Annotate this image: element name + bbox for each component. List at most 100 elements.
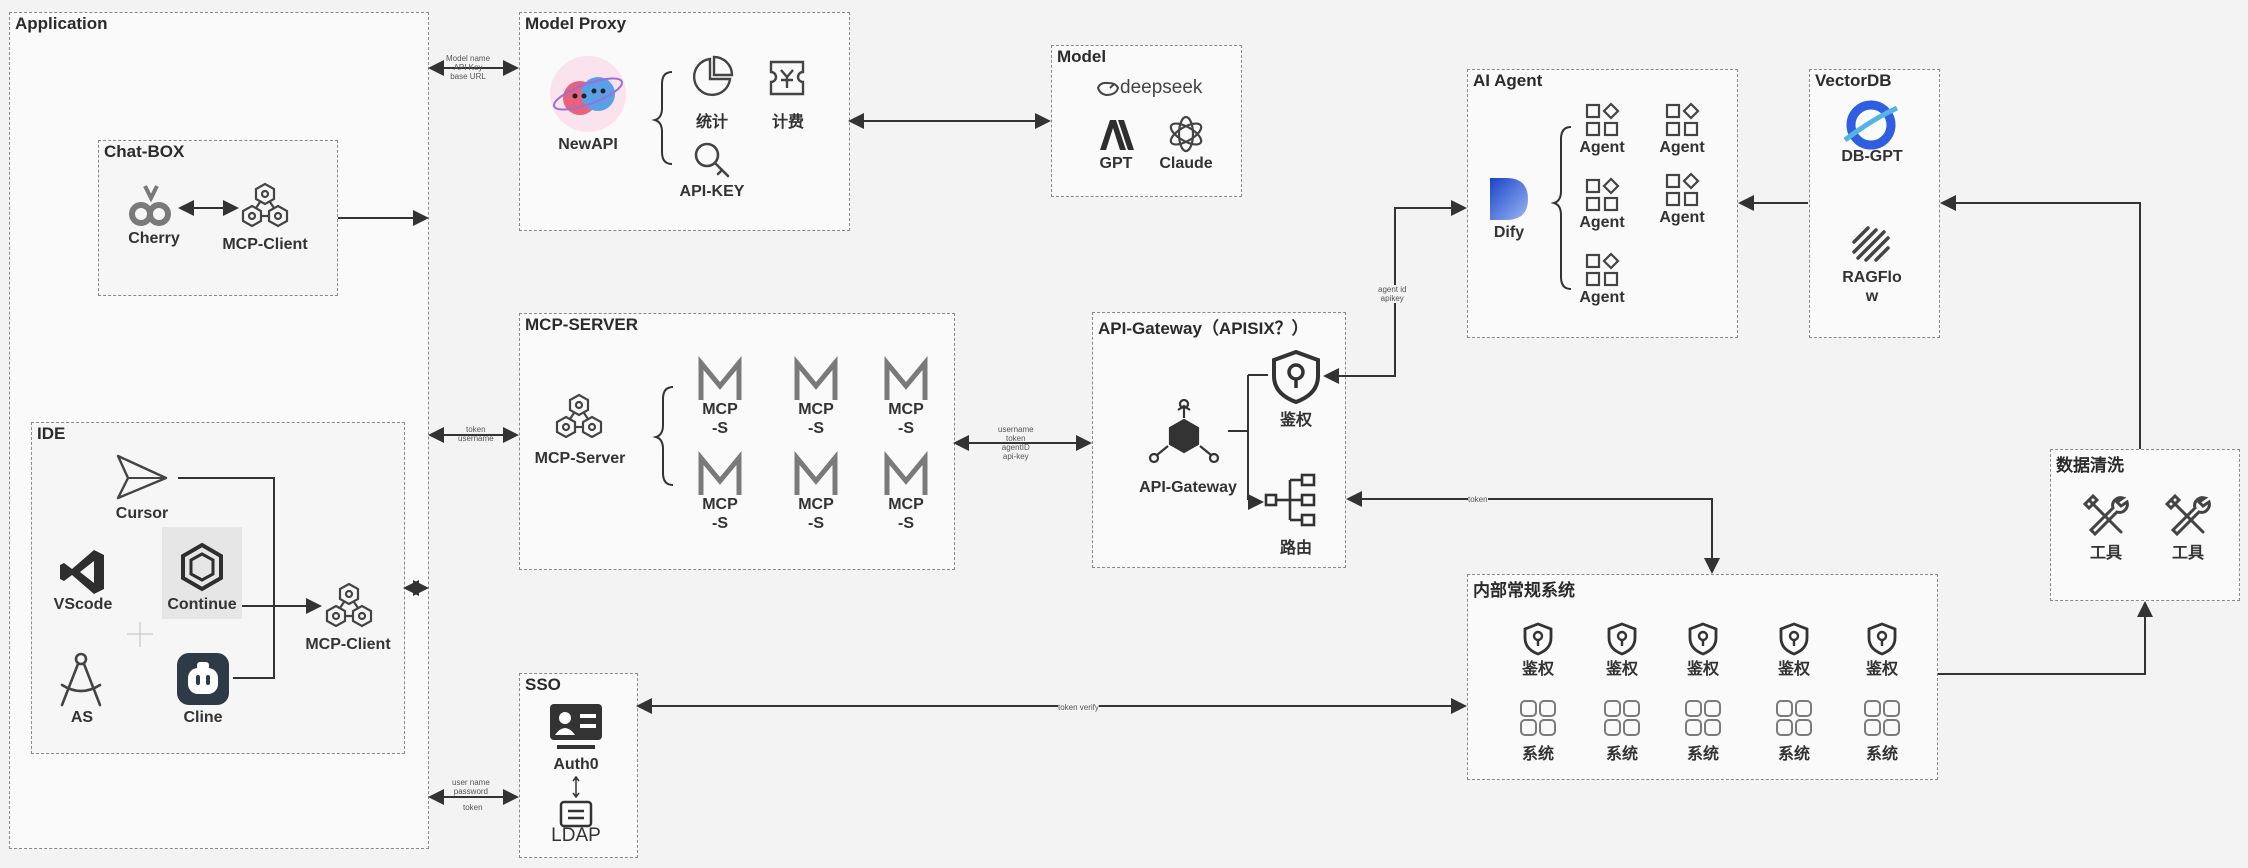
mcp-server-label: MCP-Server (534, 450, 626, 467)
as-label: AS (70, 709, 94, 726)
system-label-4: 系统 (1777, 746, 1810, 763)
tool-label-1: 工具 (2089, 545, 2122, 562)
continue-label: Continue (167, 596, 237, 613)
mcp-s-icon (794, 356, 838, 400)
system-grid-icon (1520, 700, 1556, 736)
edge-label-gw-agent: agent id apikey (1378, 285, 1407, 303)
auth0-id-card-icon (550, 704, 602, 749)
agent-apps-icon (1585, 102, 1620, 137)
system-grid-icon (1776, 700, 1812, 736)
edge-route-internal (1346, 491, 1720, 574)
cline-icon (177, 653, 229, 705)
ldap-icon (559, 800, 593, 828)
api-gateway-label: API-Gateway (1139, 479, 1237, 496)
agent-label-2: Agent (1659, 139, 1705, 156)
system-label-2: 系统 (1605, 746, 1638, 763)
gpt-label: GPT (1099, 155, 1133, 172)
chatbox-mcp-client-label: MCP-Client (222, 236, 308, 253)
stats-pie-icon (692, 55, 734, 97)
mcp-s-text: MCP-S (888, 401, 924, 437)
application-title: Application (15, 14, 108, 33)
mcp-s-icon (884, 451, 928, 495)
mcp-s-label-3: MCP-S (886, 400, 926, 438)
auth0-ldap-arrow (572, 775, 580, 799)
deepseek-label: deepseek (1120, 77, 1203, 98)
internal-auth-shield-icon (1867, 622, 1897, 656)
edge-label-token: token (466, 425, 486, 434)
system-label-5: 系统 (1865, 746, 1898, 763)
vectordb-panel: VectorDB (1809, 69, 1940, 338)
edge-label-app-proxy: Model name API Key base URL (446, 54, 490, 81)
model-proxy-title: Model Proxy (525, 14, 627, 33)
gpt-anthropic-icon (1100, 120, 1134, 150)
ide-title: IDE (37, 424, 66, 443)
agent-label-4: Agent (1659, 209, 1705, 226)
agent-apps-icon (1665, 172, 1700, 207)
mcp-s-text: MCP-S (702, 401, 738, 437)
edge-label-password: password (453, 787, 489, 796)
edge-label-api-key: API Key (453, 63, 483, 72)
ragflow-text: RAGFlow (1842, 269, 1902, 305)
edge-label-user-name: user name (452, 778, 490, 787)
edge-label-app-mcp: token username (458, 425, 494, 443)
mcp-s-label-5: MCP-S (796, 495, 836, 533)
model-panel: Model (1051, 45, 1242, 197)
dbgpt-icon (1843, 100, 1899, 150)
edge-gateway-branches (1228, 375, 1249, 500)
mcp-s-icon (698, 451, 742, 495)
system-label-1: 系统 (1521, 746, 1554, 763)
edge-label-username: username (458, 434, 494, 443)
dify-label: Dify (1493, 224, 1525, 241)
agent-label-3: Agent (1579, 214, 1625, 231)
internal-auth-label-3: 鉴权 (1686, 661, 1719, 678)
mcp-s-text: MCP-S (798, 401, 834, 437)
edge-label-agent-id: agent id (1378, 285, 1407, 294)
internal-auth-shield-icon (1688, 622, 1718, 656)
ide-mcp-client-label: MCP-Client (305, 636, 391, 653)
as-compass-icon (60, 652, 102, 707)
api-gateway-title: API-Gateway（APISIX？） (1098, 319, 1309, 338)
auth-shield-icon (1272, 349, 1320, 405)
model-proxy-panel: Model Proxy (519, 12, 850, 231)
internal-auth-label-1: 鉴权 (1521, 661, 1554, 678)
vectordb-title: VectorDB (1815, 71, 1892, 90)
agent-label-1: Agent (1579, 139, 1625, 156)
internal-auth-label-4: 鉴权 (1777, 661, 1810, 678)
api-gateway-icon (1148, 398, 1220, 464)
mcp-server-title: MCP-SERVER (525, 315, 639, 334)
billing-icon (769, 60, 805, 96)
mcp-s-label-4: MCP-S (700, 495, 740, 533)
billing-label: 计费 (771, 114, 804, 131)
chatbox-title: Chat-BOX (104, 142, 185, 161)
system-grid-icon (1604, 700, 1640, 736)
edge-label-app-sso: user name password (452, 778, 490, 796)
ai-agent-title: AI Agent (1473, 71, 1543, 90)
mcp-s-icon (794, 451, 838, 495)
edge-clean-vectordb (1940, 195, 2141, 449)
edge-label-gw-internal: token (1468, 495, 1488, 504)
mcp-client-icon (241, 182, 289, 228)
auth0-label: Auth0 (553, 756, 599, 773)
cherry-icon (129, 185, 171, 226)
ide-mcp-client-icon (325, 582, 373, 628)
system-grid-icon (1864, 700, 1900, 736)
cursor-icon (116, 454, 168, 500)
gateway-auth-label: 鉴权 (1279, 412, 1312, 429)
mcp-s-icon (698, 356, 742, 400)
internal-auth-label-2: 鉴权 (1605, 661, 1638, 678)
internal-auth-label-5: 鉴权 (1865, 661, 1898, 678)
internal-system-title: 内部常规系统 (1473, 581, 1575, 600)
tools-icon (2164, 493, 2211, 537)
cursor-label: Cursor (115, 505, 169, 522)
ldap-label: LDAP (551, 825, 601, 846)
edge-label-token-2: token (1006, 434, 1026, 443)
mcp-s-label-1: MCP-S (700, 400, 740, 438)
cherry-text: Cherry (128, 230, 180, 247)
claude-openai-icon (1169, 115, 1203, 153)
mcp-server-panel: MCP-SERVER (519, 313, 955, 570)
data-clean-title: 数据清洗 (2056, 456, 2124, 475)
stats-label: 统计 (695, 114, 728, 131)
agent-apps-icon (1585, 177, 1620, 212)
edge-label-apikey: apikey (1380, 294, 1404, 303)
apikey-search-icon (694, 142, 730, 178)
